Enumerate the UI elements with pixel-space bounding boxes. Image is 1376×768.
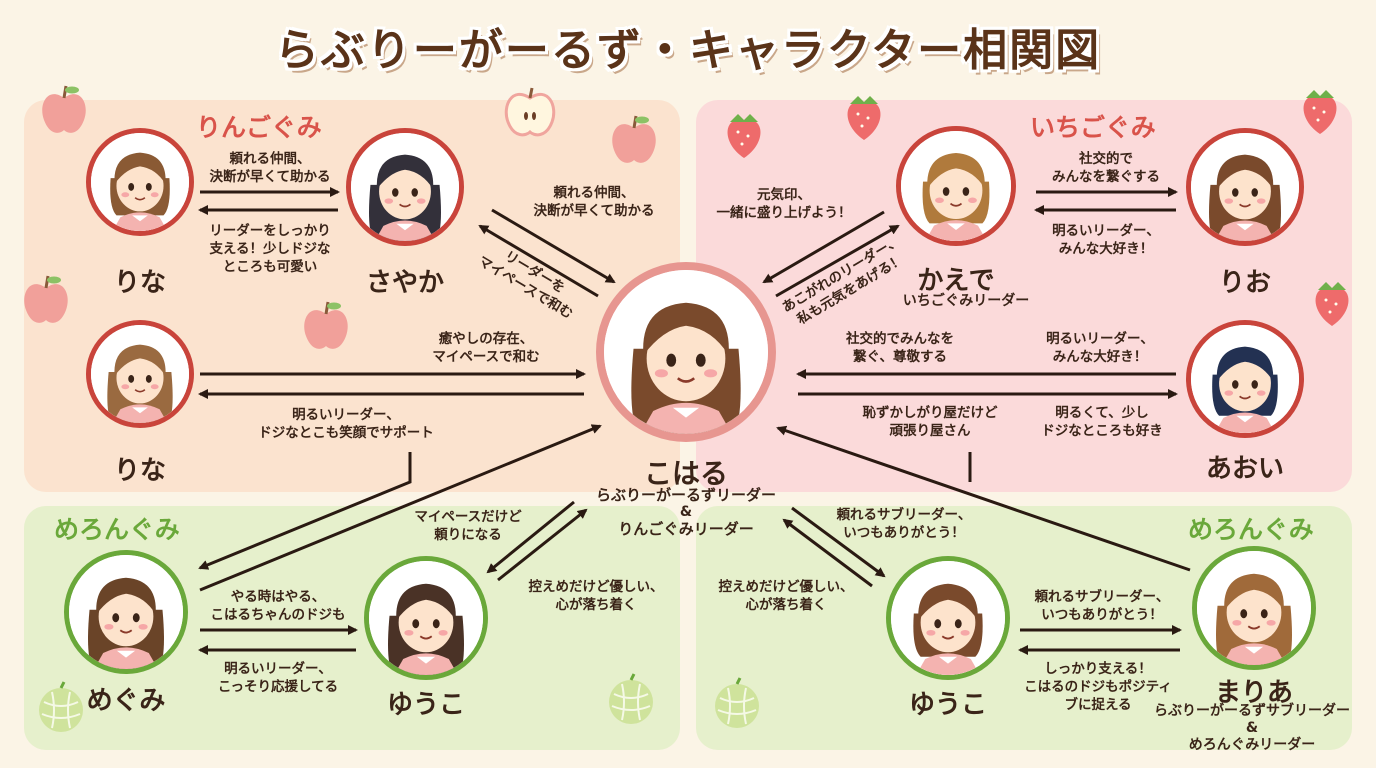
relation-label: 頼れる仲間、 決断が早くて助かる [209, 151, 331, 185]
strawberry-icon [727, 114, 761, 158]
relation-label: 頼れる仲間、 決断が早くて助かる [533, 185, 655, 219]
apple-icon [42, 85, 86, 133]
character-name-koharu: こはる [643, 457, 729, 490]
role-maria-2: & [1245, 720, 1259, 736]
avatar-maria[interactable] [1192, 546, 1316, 670]
apple-icon [304, 301, 348, 349]
avatar-rio[interactable] [1186, 128, 1304, 246]
character-name-kaede: かえで [917, 266, 995, 296]
arrow-koharu-sayaka [478, 224, 599, 298]
character-portrait [369, 561, 483, 675]
role-kaede: いちごぐみリーダー [902, 293, 1030, 309]
arrow-yuuko1-koharu [497, 508, 588, 582]
character-name-aoi: あおい [1205, 454, 1285, 484]
group-label-ringo: りんごぐみ [196, 113, 322, 142]
relation-label: 明るいリーダー、 みんな大好き！ [1052, 223, 1160, 257]
apple-icon [24, 275, 68, 323]
character-name-megumi: めぐみ [86, 686, 166, 716]
role-maria-3: めろんぐみリーダー [1188, 737, 1316, 753]
relation-label: 癒やしの存在、 マイペースで和む [432, 331, 540, 365]
arrow-koharu-kaede [775, 224, 900, 298]
arrow-kaede-koharu [762, 210, 885, 284]
character-portrait [91, 325, 189, 423]
arrow-koharu-yuuko2 [791, 506, 886, 578]
avatar-aoi[interactable] [1186, 320, 1304, 438]
avatar-rina2[interactable] [86, 320, 194, 428]
strawberry-icon [1303, 90, 1337, 134]
avatar-sayaka[interactable] [346, 128, 464, 246]
character-portrait [1191, 325, 1299, 433]
character-portrait [1191, 133, 1299, 241]
arrow-koharu-yuuko1 [486, 500, 575, 574]
character-portrait [891, 561, 1005, 675]
character-portrait [901, 131, 1011, 241]
melon-icon [609, 673, 653, 724]
strawberry-icon [847, 96, 881, 140]
relation-label: 明るいリーダー、 みんな大好き！ [1046, 331, 1154, 365]
group-label-melon-right: めろんぐみ [1188, 515, 1314, 544]
relation-label: リーダーをしっかり 支える！少しドジな ところも可愛い [209, 223, 331, 275]
strawberry-icon [1315, 282, 1349, 326]
arrow-sayaka-koharu [491, 208, 616, 284]
character-name-yuuko1: ゆうこ [386, 690, 466, 720]
avatar-rina1[interactable] [86, 128, 194, 236]
relation-label: 控えめだけど優しい、 心が落ち着く [528, 579, 664, 613]
group-label-melon-left: めろんぐみ [54, 515, 180, 544]
relation-label: 恥ずかしがり屋だけど 頑張り屋さん [862, 405, 998, 439]
relation-label: 頼れるサブリーダー、 いつもありがとう！ [1034, 589, 1170, 623]
relation-label: 社交的でみんなを 繋ぐ、尊敬する [846, 331, 954, 365]
character-portrait [351, 133, 459, 241]
avatar-koharu[interactable] [596, 262, 776, 442]
character-name-rio: りお [1218, 268, 1272, 298]
role-koharu-3: りんごぐみリーダー [618, 520, 754, 538]
relation-label: 明るいリーダー、 こっそり応援してる [217, 661, 339, 695]
character-name-rina2: りな [113, 456, 167, 486]
character-portrait [604, 270, 768, 434]
relation-label: しっかり支える！ こはるのドジもポジティ ブに捉える [1024, 661, 1172, 713]
avatar-yuuko1[interactable] [364, 556, 488, 680]
melon-icon [39, 681, 83, 732]
character-portrait [69, 555, 183, 669]
role-koharu-1: らぶりーがーるずリーダー [595, 486, 777, 504]
relation-label: 社交的で みんなを繋ぐする [1052, 151, 1160, 185]
apple-slice-icon [504, 87, 556, 137]
relation-label: 控えめだけど優しい、 心が落ち着く [718, 579, 854, 613]
role-maria-1: らぶりーがーるずサブリーダー [1154, 703, 1350, 719]
connector-rina2-megumi [198, 452, 412, 570]
relation-label: 明るいリーダー、 ドジなとこも笑顔でサポート [258, 407, 434, 441]
character-portrait [1197, 551, 1311, 665]
character-name-rina1: りな [113, 268, 167, 298]
relation-label: 元気印、 一緒に盛り上げよう！ [716, 187, 852, 221]
character-name-sayaka: さやか [365, 268, 445, 298]
relation-label: 明るくて、少し ドジなところも好き [1041, 405, 1163, 439]
arrow-megumi-koharu [199, 424, 602, 592]
relation-label: 頼れるサブリーダー、 いつもありがとう！ [836, 507, 972, 541]
relation-label: やる時はやる、 こはるちゃんのドジも [210, 589, 346, 623]
character-portrait [91, 133, 189, 231]
avatar-megumi[interactable] [64, 550, 188, 674]
character-name-maria: まりあ [1214, 678, 1294, 708]
apple-icon [612, 115, 656, 163]
group-label-ichigo: いちごぐみ [1030, 113, 1156, 142]
arrow-maria-koharu [776, 425, 1191, 572]
arrow-yuuko2-koharu [782, 518, 873, 588]
relation-label: マイペースだけど 頼りになる [414, 509, 522, 543]
avatar-kaede[interactable] [896, 126, 1016, 246]
character-name-yuuko2: ゆうこ [908, 690, 988, 720]
role-koharu-2: & [679, 504, 693, 520]
melon-icon [715, 677, 759, 728]
page-title: らぶりーがーるず・キャラクター相関図 [274, 25, 1102, 76]
avatar-yuuko2[interactable] [886, 556, 1010, 680]
